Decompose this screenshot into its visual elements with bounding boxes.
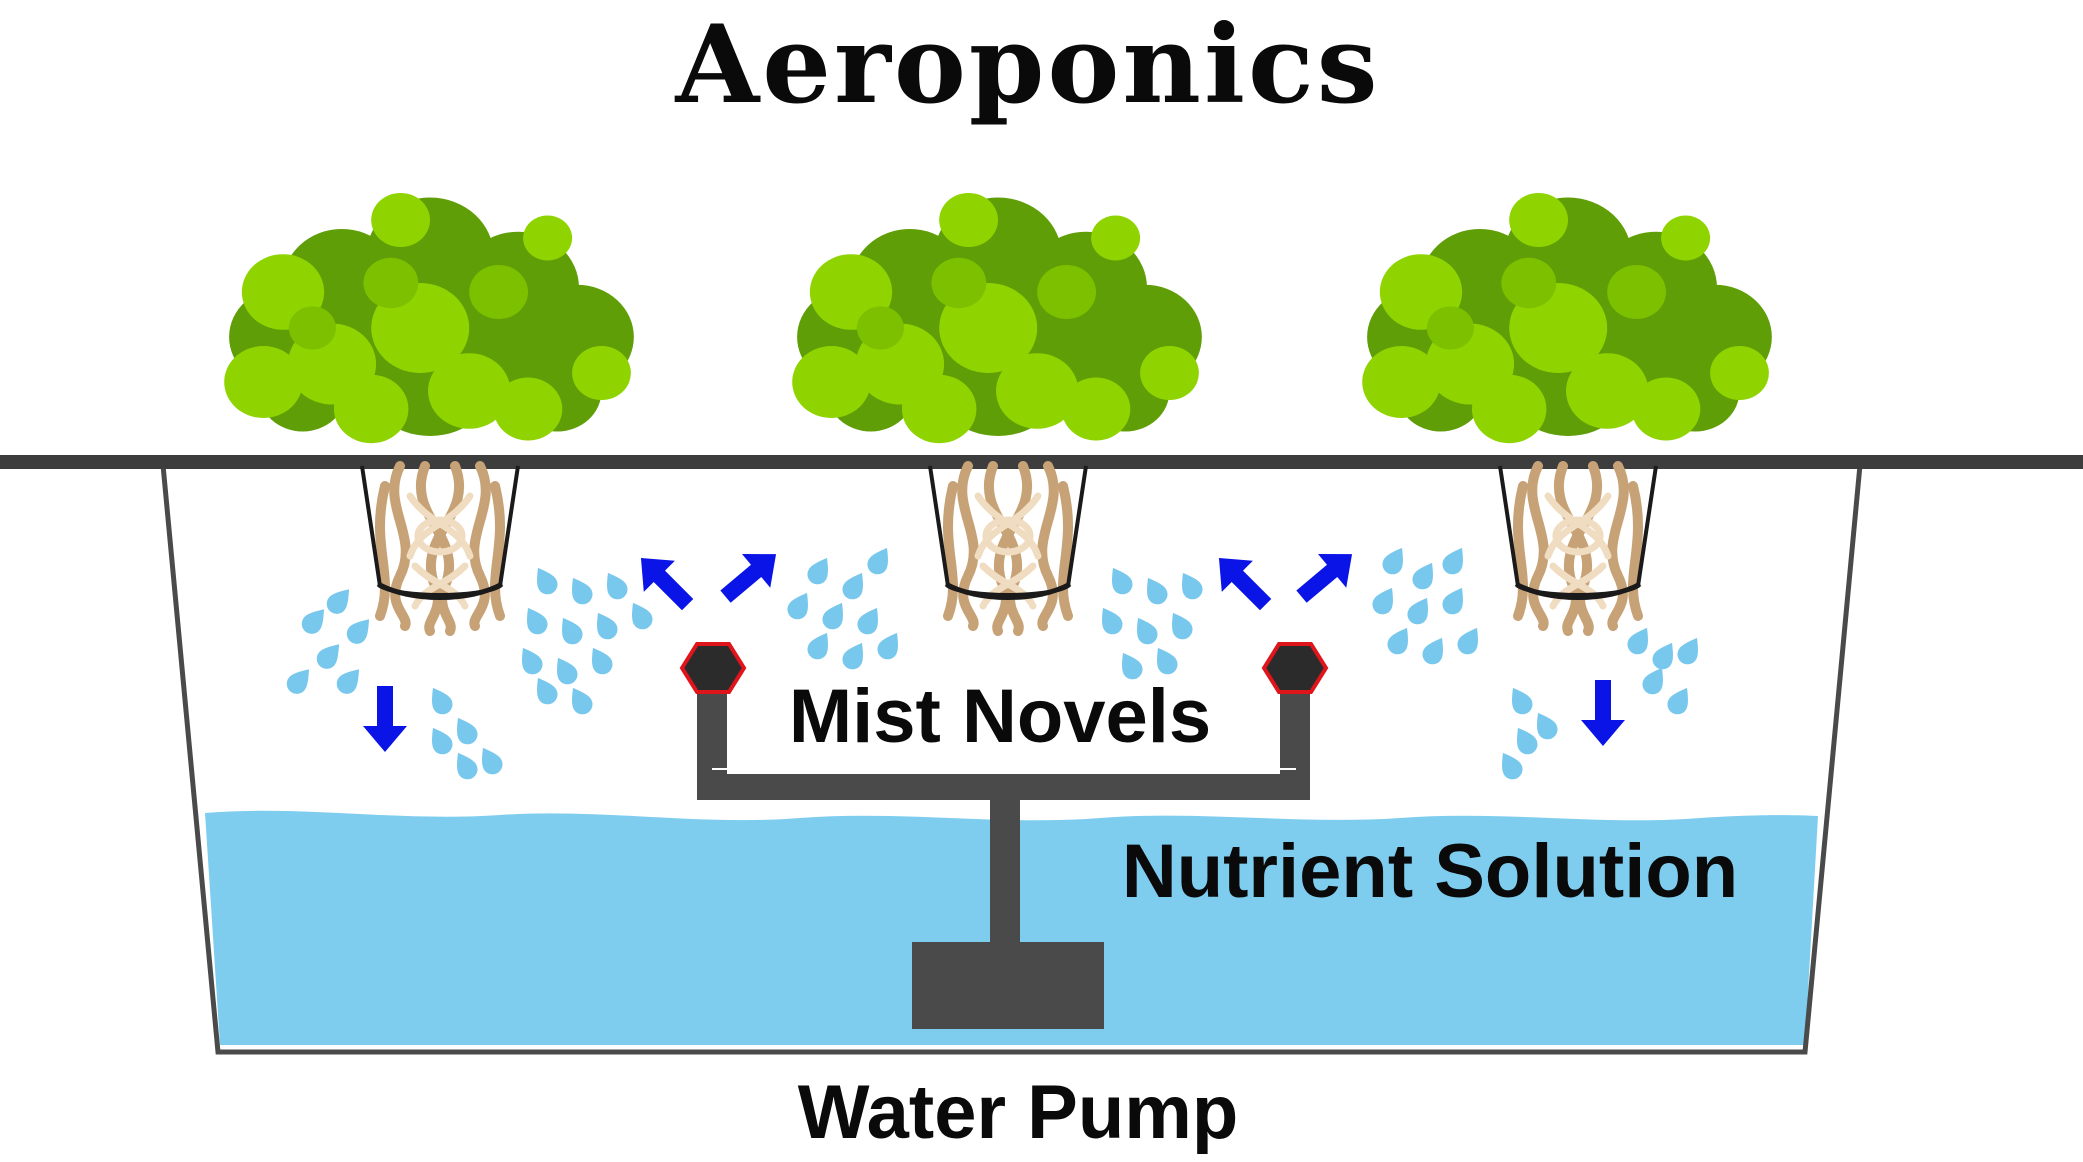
- nutrient-solution-label: Nutrient Solution: [1122, 829, 1738, 914]
- lettuce-plant-icon: [792, 193, 1202, 444]
- water-pump-icon: [912, 942, 1104, 1029]
- lettuce-plant-icon: [1362, 193, 1772, 444]
- water-pump-label: Water Pump: [798, 1070, 1239, 1155]
- mist-nozzle-icon: [679, 642, 747, 694]
- mist-nozzles-label: Mist Novels: [789, 674, 1211, 759]
- mist-nozzle-icon: [1261, 642, 1329, 694]
- net-pot-center: [930, 466, 1086, 631]
- mist-pipe: [697, 676, 1310, 945]
- net-pot-left: [362, 466, 518, 631]
- grow-tray-lid: [0, 455, 2083, 469]
- diagram-title: Aeroponics: [674, 2, 1380, 128]
- lettuce-plant-icon: [224, 193, 634, 444]
- reservoir-tank: [160, 464, 1863, 1055]
- net-pot-right: [1500, 466, 1656, 631]
